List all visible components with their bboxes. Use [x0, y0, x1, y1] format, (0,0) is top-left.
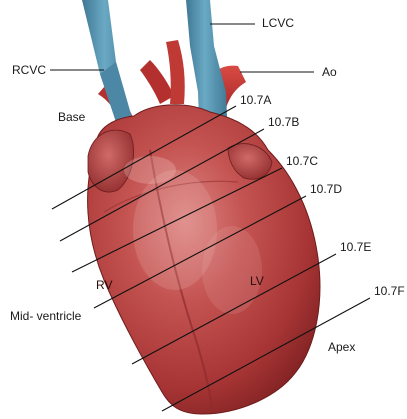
- right-cranial-vena-cava: [82, 0, 132, 128]
- label-apex: Apex: [328, 340, 355, 354]
- label-lcvc: LCVC: [262, 16, 294, 30]
- label-rv: RV: [96, 278, 112, 292]
- label-base: Base: [58, 110, 85, 124]
- label-section-f: 10.7F: [374, 284, 405, 298]
- label-section-d: 10.7D: [310, 182, 342, 196]
- label-mid-ventricle: Mid- ventricle: [10, 309, 81, 323]
- label-lv: LV: [250, 274, 264, 288]
- label-ao: Ao: [322, 65, 337, 79]
- heart-body: [88, 105, 320, 414]
- label-section-e: 10.7E: [340, 240, 371, 254]
- label-section-b: 10.7B: [268, 115, 299, 129]
- label-section-a: 10.7A: [240, 93, 271, 107]
- label-section-c: 10.7C: [286, 154, 318, 168]
- label-rcvc: RCVC: [12, 63, 46, 77]
